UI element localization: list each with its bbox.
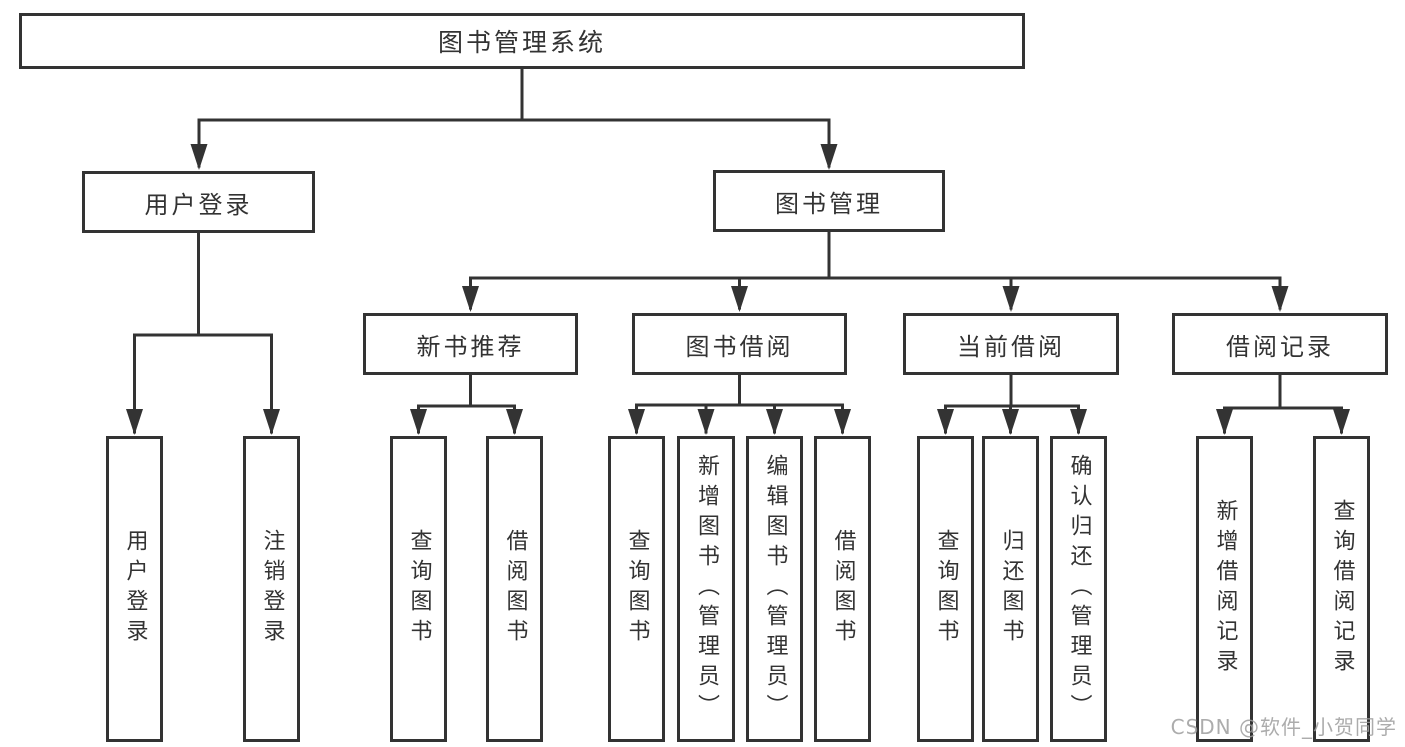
arrowhead-icon [462,286,479,312]
arrowhead-icon [937,409,954,435]
arrowhead-icon [628,409,645,435]
leaf-edit-book-admin: 编辑图书（管理员） [746,436,803,742]
arrowheads [126,144,1350,435]
node-book-management: 图书管理 [713,170,945,232]
arrowhead-icon [126,409,143,435]
leaf-borrow-book-1-label: 借阅图书 [502,529,528,649]
leaf-confirm-return-admin: 确认归还（管理员） [1050,436,1107,742]
leaf-query-book-3-label: 查询图书 [933,529,959,649]
arrowhead-icon [1216,409,1233,435]
arrowhead-icon [697,409,715,435]
arrowhead-icon [506,409,523,435]
leaf-user-login-label: 用户登录 [122,529,148,649]
leaf-add-borrow-record: 新增借阅记录 [1196,436,1253,742]
leaf-query-book-2-label: 查询图书 [624,529,650,649]
leaf-return-book: 归还图书 [982,436,1039,742]
connector-borrowrecord-to-leaves [1223,373,1343,434]
leaf-add-book-admin-label: 新增图书（管理员） [694,454,719,724]
arrowhead-icon [1333,409,1350,435]
node-new-book-recommend-label: 新书推荐 [416,332,525,361]
leaf-add-book-admin: 新增图书（管理员） [677,436,735,742]
leaf-query-book-1-label: 查询图书 [406,529,432,649]
connector-userlogin-to-leaves [133,231,273,434]
node-book-borrow-label: 图书借阅 [685,332,794,361]
node-user-login: 用户登录 [82,171,315,233]
leaf-borrow-book-2-label: 借阅图书 [830,529,856,649]
leaf-query-borrow-record-label: 查询借阅记录 [1329,499,1355,679]
arrowhead-icon [410,409,427,435]
leaf-logout: 注销登录 [243,436,300,742]
leaf-user-login: 用户登录 [106,436,163,742]
leaf-query-borrow-record: 查询借阅记录 [1313,436,1370,742]
leaf-logout-label: 注销登录 [259,529,285,649]
arrowhead-icon [766,409,783,435]
leaf-confirm-return-admin-label: 确认归还（管理员） [1066,454,1092,724]
node-user-login-label: 用户登录 [144,190,253,219]
arrowhead-icon [1002,286,1020,312]
node-root-label: 图书管理系统 [437,28,606,57]
leaf-borrow-book-1: 借阅图书 [486,436,543,742]
node-new-book-recommend: 新书推荐 [363,313,578,375]
node-current-borrow: 当前借阅 [903,313,1119,375]
arrowhead-icon [1271,286,1289,312]
connector-bookborrow-to-leaves [635,373,844,434]
arrowhead-icon [731,286,748,312]
node-book-management-label: 图书管理 [775,189,883,218]
leaf-query-book-1: 查询图书 [390,436,447,742]
node-borrow-record-label: 借阅记录 [1226,332,1334,361]
leaf-query-book-3: 查询图书 [917,436,974,742]
leaf-borrow-book-2: 借阅图书 [814,436,871,742]
leaf-edit-book-admin-label: 编辑图书（管理员） [762,454,788,724]
node-book-borrow: 图书借阅 [632,313,847,375]
leaf-return-book-label: 归还图书 [998,529,1024,649]
arrowhead-icon [834,409,851,435]
connector-newbookrec-to-leaves [417,373,516,434]
arrowhead-icon [820,144,838,170]
leaf-query-book-2: 查询图书 [608,436,665,742]
node-current-borrow-label: 当前借阅 [957,332,1065,361]
arrowhead-icon [190,144,208,170]
connector-root-to-level2 [197,67,831,168]
leaf-add-borrow-record-label: 新增借阅记录 [1212,499,1238,679]
csdn-watermark: CSDN @软件_小贺同学 [1170,715,1397,739]
connector-bookmgmt-to-level3 [469,230,1282,310]
arrowhead-icon [1070,409,1087,435]
node-borrow-record: 借阅记录 [1172,313,1388,375]
arrowhead-icon [1002,409,1019,435]
arrowhead-icon [263,409,280,435]
node-root: 图书管理系统 [19,13,1025,69]
